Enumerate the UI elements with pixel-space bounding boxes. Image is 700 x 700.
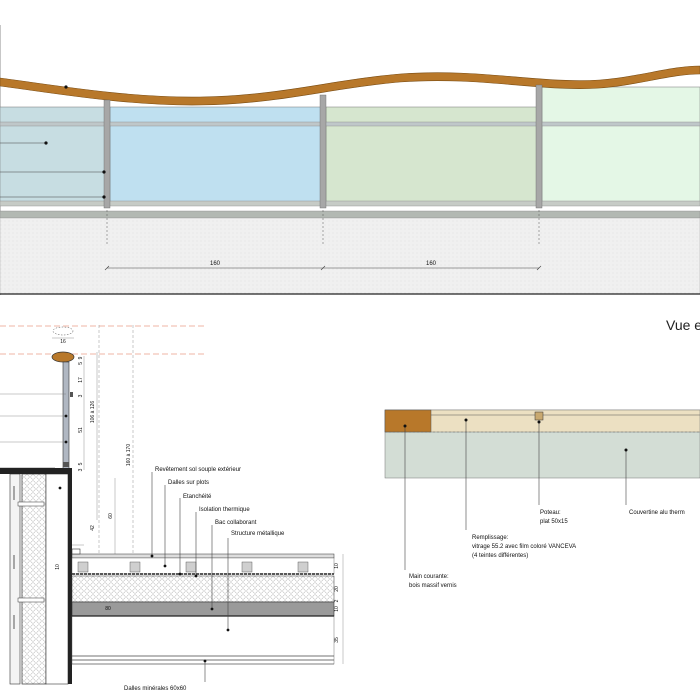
bottom-rail [0,200,700,207]
dim-9: 9 [78,356,84,359]
edge-profile [71,548,81,555]
label-poteau-2: plat 50x15 [540,519,568,525]
insulated-wall [21,473,47,685]
dim-160-170: 160 à 170 [126,444,132,466]
wall-band-2 [17,597,45,603]
wall-structure [45,473,69,685]
leader-dot-structure [226,628,230,632]
label-structure: Structure métallique [231,531,285,537]
dim-right-10: 10 [334,563,340,569]
dimension-label-1: 160 [210,261,221,267]
pedestal [241,561,253,573]
coping [0,210,700,219]
dim-80: 80 [105,606,111,612]
dim-42: 42 [90,525,96,531]
dim-right-10b: 10 [334,606,340,612]
plan-view: Poteau: plat 50x15 Couvertine alu therm … [384,409,700,589]
label-couvertine: Couvertine alu therm [629,510,685,516]
dimension-label-2: 160 [426,261,437,267]
deck-surface [71,553,335,559]
dim-right-20: 20 [334,586,340,592]
thermal-insulation [71,575,335,603]
dim-17: 17 [78,377,84,383]
fixing-bracket [70,392,73,397]
leader-dot-revetement [150,554,154,558]
label-dalles-plots: Dalles sur plots [168,480,209,486]
label-dalles-minerales: Dalles minérales 60x60 [124,686,187,692]
pedestal [185,561,197,573]
coping-dot [58,486,62,490]
pedestal-layer [71,557,335,575]
composite-deck [71,601,335,617]
label-remplissage-2: vitrage 55.2 avec film coloré VANCEVA [472,544,576,550]
dim-tick-1 [104,265,110,271]
glass-panel-4 [541,86,700,203]
leader-dot-dalles [163,564,167,568]
leader-dot-dalles-min [203,659,207,663]
dim-60: 60 [108,513,114,519]
post-base [63,462,69,467]
label-revetement: Revêtement sol souple extérieur [155,467,241,473]
pedestal [297,561,309,573]
handrail-dot [64,85,68,89]
dim-tick-2 [320,265,326,271]
dim-3: 3 [78,394,84,397]
edge-beam [68,474,72,684]
plan-handrail [384,409,432,433]
dim-right-2: 2 [334,599,340,602]
dim-tick-3 [536,265,542,271]
glass-panel-2 [109,106,322,203]
label-main-courante-1: Main courante: [409,574,449,580]
dim-16-label: 16 [60,339,66,345]
plan-post [534,411,544,421]
dim-right-35: 35 [334,637,340,643]
leader-dot-main-courante [403,424,407,428]
coping-section [0,468,72,474]
leader-dot-3 [102,195,106,199]
leader-dot-poteau [537,420,541,424]
dim-106-126: 106 à 126 [90,401,96,423]
label-remplissage-3: (4 teintes différentes) [472,553,528,559]
label-poteau-1: Poteau: [540,510,561,516]
wall-band-1 [17,501,45,507]
pedestal [129,561,141,573]
wood-handrail [0,65,700,106]
glass-panel-1 [0,106,106,203]
section-leader-dot-2 [64,414,68,418]
handrail-section [51,351,75,363]
section-view: 16 5 9 17 3 51 5 3 106 à 126 160 à 170 4… [0,325,344,692]
slab-edge [0,217,700,295]
view-title: Vue e [666,317,700,333]
leader-dot-couvertine [624,448,628,452]
dim-5: 5 [78,362,84,365]
elevation-view: 160 160 [0,25,700,295]
leader-dot-remplissage [464,418,468,422]
pedestal [77,561,89,573]
post-2 [319,94,327,209]
dim-10-left: 10 [55,564,61,570]
label-main-courante-2: bois massif vernis [409,583,457,589]
post-1 [103,99,111,209]
label-remplissage-1: Remplissage: [472,535,509,541]
handrail-section-outline [52,326,74,336]
leader-dot-1 [44,141,48,145]
label-bac: Bac collaborant [215,520,257,526]
label-etancheite: Etanchéité [183,494,212,500]
post-3 [535,84,543,209]
leader-dot-2 [102,170,106,174]
dim-5b: 5 [78,462,84,465]
label-isolation: Isolation thermique [199,507,250,513]
top-rail [0,121,700,127]
dim-51: 51 [78,427,84,433]
glass-panel-3 [325,106,538,203]
steel-structure [71,615,335,665]
leader-dot-etancheite [178,572,182,576]
dim-3b: 3 [78,468,84,471]
section-leader-dot-3 [64,440,68,444]
leader-dot-bac [210,607,214,611]
leader-dot-isolation [194,574,198,578]
